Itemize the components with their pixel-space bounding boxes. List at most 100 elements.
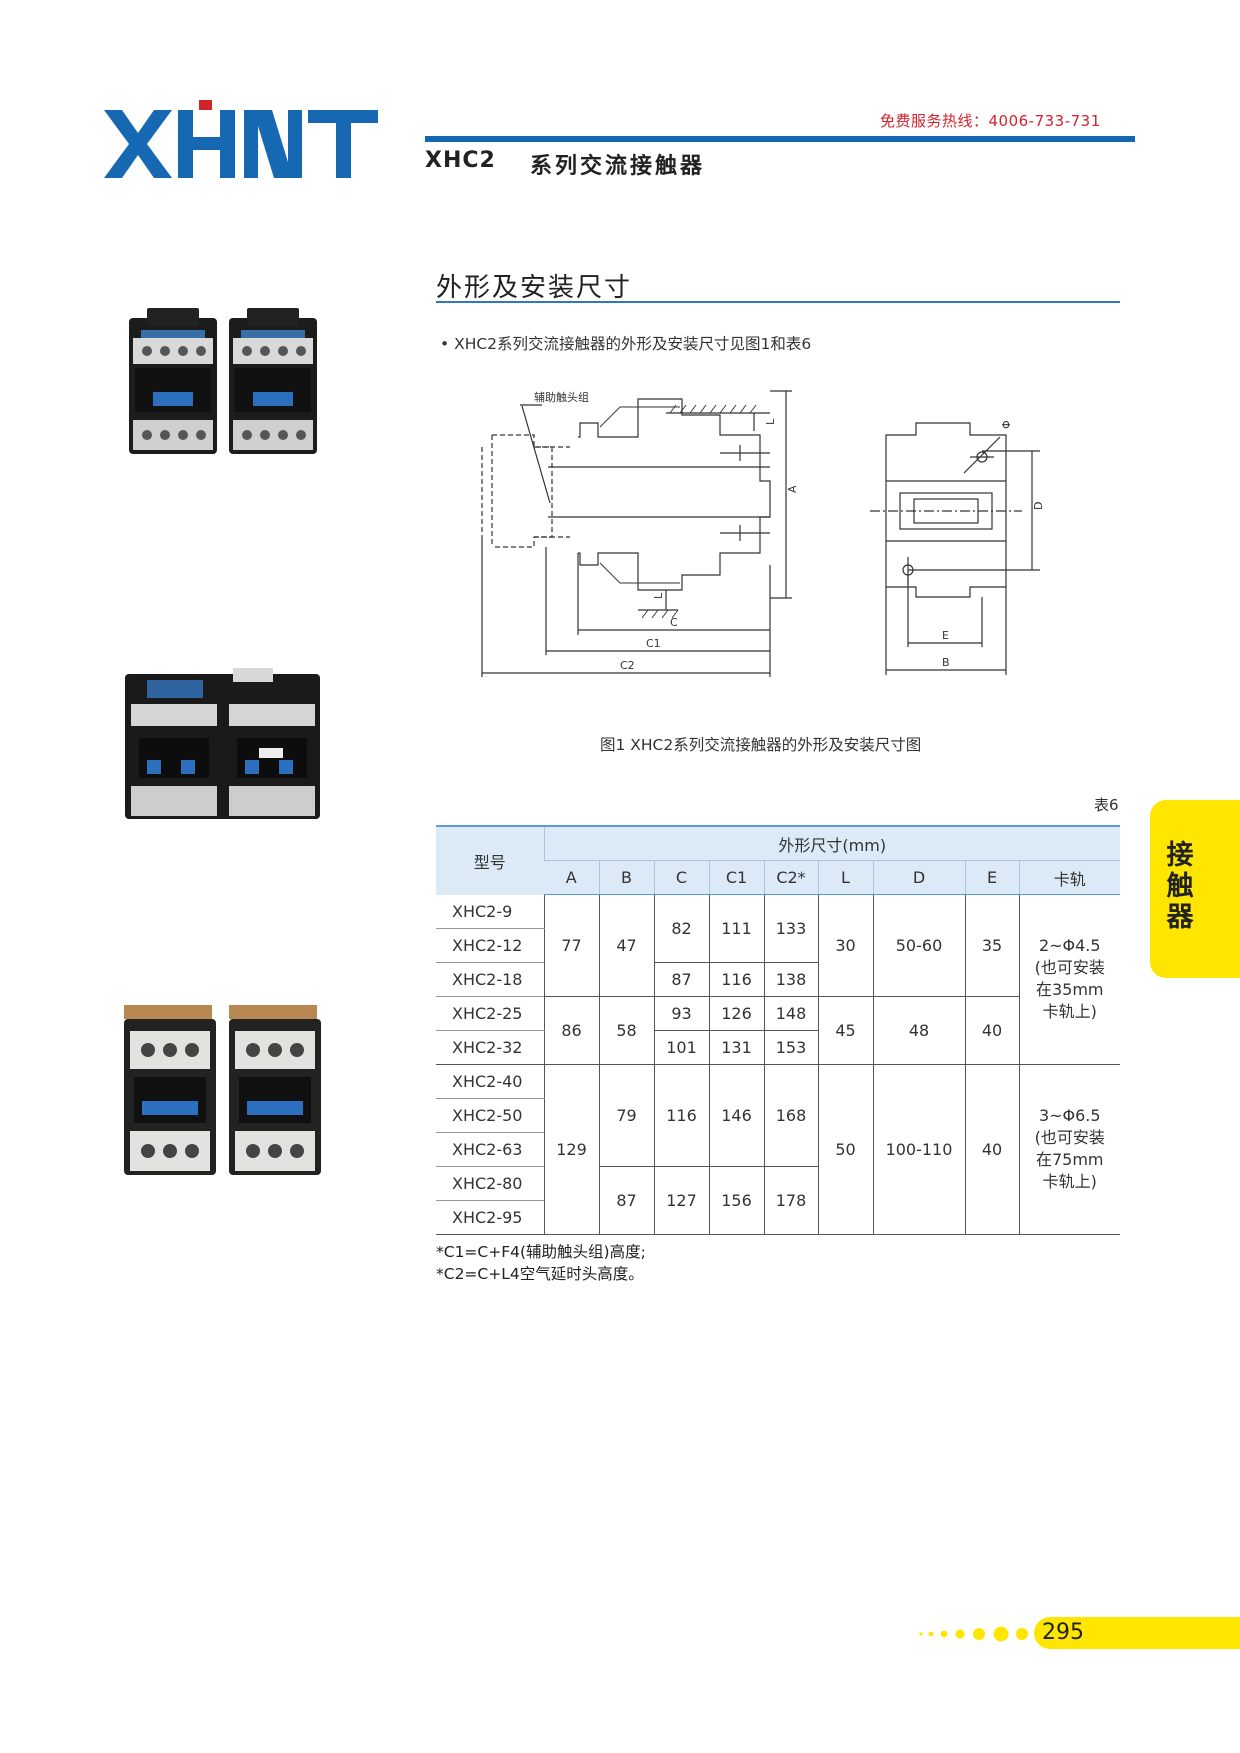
header-E: E [964, 860, 1019, 895]
label-C1: C1 [646, 637, 661, 650]
table-row: XHC2-63 [436, 1132, 1120, 1167]
model-cell: XHC2-95 [436, 1200, 544, 1235]
model-cell: XHC2-32 [436, 1030, 544, 1065]
header-rail: 卡轨 [1018, 860, 1120, 895]
cell-D: 100-110 [872, 1064, 965, 1235]
service-hotline: 免费服务热线：4006-733-731 [880, 112, 1101, 130]
header-D: D [872, 860, 965, 895]
cell-L: 30 [817, 894, 873, 997]
model-cell: XHC2-50 [436, 1098, 544, 1133]
product-photo-contactor-pair-small [129, 308, 317, 454]
rail-line: 在75mm [1035, 1150, 1104, 1169]
header-A: A [544, 860, 599, 895]
xhnt-logo [104, 100, 378, 178]
header-C2: C2* [763, 860, 818, 895]
product-photo-contactor-pair-large [124, 1005, 321, 1175]
label-phi: Φ [1000, 420, 1013, 429]
intro-text: • XHC2系列交流接触器的外形及安装尺寸见图1和表6 [440, 335, 812, 353]
cell-rail: 2~Φ4.5 (也可安装 在35mm 卡轨上) [1018, 894, 1120, 1065]
cell-E: 35 [964, 894, 1019, 997]
label-C2: C2 [620, 659, 635, 672]
model-cell: XHC2-25 [436, 996, 544, 1031]
table-row: XHC2-12 [436, 928, 1120, 963]
cell-A: 129 [543, 1064, 599, 1235]
header-rule [425, 136, 1135, 142]
model-cell: XHC2-12 [436, 928, 544, 963]
footnote-c1: *C1=C+F4(辅助触头组)高度; [436, 1243, 646, 1261]
cell-C2: 178 [763, 1166, 818, 1235]
decorative-dots-icon [919, 1626, 1028, 1642]
table-row: XHC2-18 87 116 138 [436, 962, 1120, 997]
cell-C: 127 [653, 1166, 709, 1235]
figure-caption: 图1 XHC2系列交流接触器的外形及安装尺寸图 [600, 736, 922, 754]
callout-auxiliary-contacts: 辅助触头组 [534, 390, 589, 404]
table-row: XHC2-50 [436, 1098, 1120, 1133]
label-D: D [1032, 502, 1045, 510]
rail-line: 卡轨上) [1042, 1002, 1097, 1022]
label-E: E [942, 629, 949, 642]
model-cell: XHC2-40 [436, 1064, 544, 1099]
cell-D: 50-60 [872, 894, 965, 997]
cell-B: 87 [598, 1166, 654, 1235]
table-row: XHC2-95 [436, 1200, 1120, 1235]
section-title: 外形及安装尺寸 [436, 273, 633, 303]
cell-C1: 146 [708, 1064, 764, 1167]
model-cell: XHC2-63 [436, 1132, 544, 1167]
cell-C2: 168 [763, 1064, 818, 1167]
page-number: 295 [1042, 1620, 1084, 1645]
table-row: XHC2-25 86 58 93 126 148 45 48 40 [436, 996, 1120, 1065]
rail-line: 卡轨上) [1042, 1172, 1097, 1191]
label-B: B [942, 656, 950, 669]
cell-C1: 111 [708, 894, 764, 963]
rail-line: (也可安装 [1034, 958, 1105, 978]
header-L: L [817, 860, 873, 895]
cell-C2: 148 [763, 996, 818, 1031]
table-row: XHC2-80 87 127 156 178 [436, 1166, 1120, 1235]
dimension-table: 型号 外形尺寸(mm) A B C C1 C2* L D E 卡轨 XHC2-9… [436, 825, 1120, 1235]
cell-A: 86 [543, 996, 599, 1065]
cell-C2: 133 [763, 894, 818, 963]
model-cell: XHC2-80 [436, 1166, 544, 1201]
cell-D: 48 [872, 996, 965, 1065]
header-model: 型号 [436, 825, 544, 895]
cell-E: 40 [964, 1064, 1019, 1235]
product-code: XHC2 [425, 148, 496, 173]
cell-C1: 131 [708, 1030, 764, 1065]
cell-C2: 153 [763, 1030, 818, 1065]
cell-A: 77 [543, 894, 599, 997]
cell-C1: 116 [708, 962, 764, 997]
page-number-badge [1034, 1617, 1240, 1649]
cell-C: 82 [653, 894, 709, 963]
cell-E: 40 [964, 996, 1019, 1065]
cell-C: 116 [653, 1064, 709, 1167]
model-cell: XHC2-18 [436, 962, 544, 997]
cell-C2: 138 [763, 962, 818, 997]
cell-C: 93 [653, 996, 709, 1031]
cell-L: 45 [817, 996, 873, 1065]
model-cell: XHC2-9 [436, 894, 544, 929]
label-L-top: L [764, 418, 777, 425]
product-photo-contactor-pair-medium [125, 668, 320, 819]
table-label: 表6 [1094, 796, 1119, 814]
header-B: B [598, 860, 654, 895]
label-C: C [670, 616, 678, 629]
cell-B: 47 [598, 894, 654, 997]
table-row: XHC2-40 129 79 116 146 168 50 100-110 40… [436, 1064, 1120, 1235]
header-dimensions: 外形尺寸(mm) [543, 825, 1120, 861]
cell-L: 50 [817, 1064, 873, 1235]
cell-C: 101 [653, 1030, 709, 1065]
table-row: XHC2-32 101 131 153 [436, 1030, 1120, 1065]
rail-line: (也可安装 [1034, 1128, 1105, 1147]
product-title: 系列交流接触器 [530, 154, 706, 179]
header-C1: C1 [708, 860, 764, 895]
label-A: A [786, 485, 799, 493]
category-side-tab-label: 接触器 [1166, 840, 1194, 933]
rail-line: 3~Φ6.5 [1038, 1106, 1101, 1125]
footnote-c2: *C2=C+L4空气延时头高度。 [436, 1265, 644, 1283]
cell-rail: 3~Φ6.5 (也可安装 在75mm 卡轨上) [1018, 1064, 1120, 1235]
label-L-bottom: L [652, 592, 665, 599]
header-C: C [653, 860, 709, 895]
category-side-tab [1150, 800, 1240, 978]
rail-line: 在35mm [1035, 980, 1104, 1000]
table-row: XHC2-9 77 47 82 111 133 30 50-60 35 2~Φ4… [436, 894, 1120, 1065]
